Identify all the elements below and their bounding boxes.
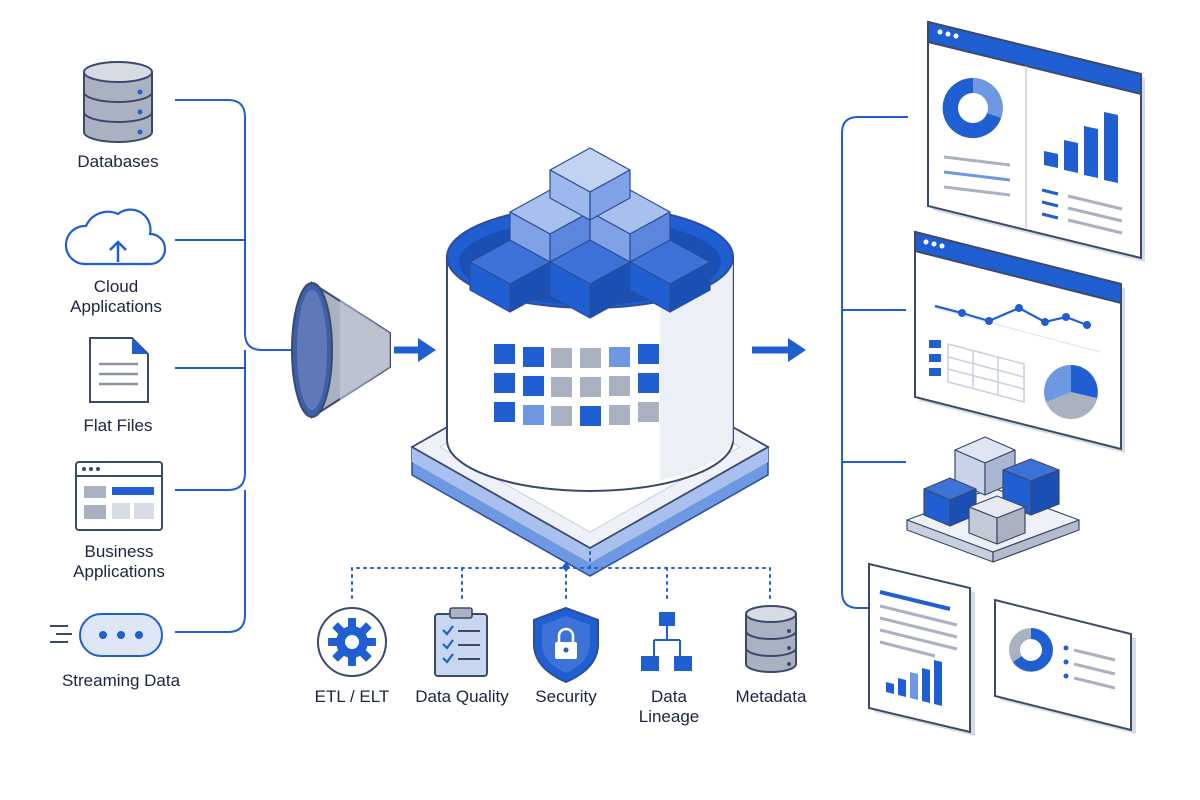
cloud-upload-icon bbox=[64, 208, 167, 266]
database-icon bbox=[745, 605, 797, 673]
arrow-warehouse-to-outputs bbox=[752, 338, 806, 362]
source-label-business-line2: Applications bbox=[73, 562, 165, 581]
source-label-cloud-line2: Applications bbox=[70, 297, 162, 316]
source-label-streaming: Streaming Data bbox=[61, 671, 181, 690]
data-cubes-icon bbox=[906, 436, 1080, 563]
arrow-funnel-to-warehouse bbox=[394, 338, 436, 362]
reports-icon bbox=[868, 562, 1136, 736]
output-connectors bbox=[841, 116, 908, 609]
warehouse-data-grid bbox=[494, 344, 659, 426]
capability-connectors bbox=[351, 551, 771, 599]
ingestion-funnel bbox=[291, 281, 391, 419]
capability-label-metadata: Metadata bbox=[735, 687, 807, 706]
capability-label-etl: ETL / ELT bbox=[314, 687, 390, 706]
capability-label-lineage-line2: Lineage bbox=[638, 707, 700, 726]
source-label-cloud-line1: Cloud bbox=[93, 277, 139, 296]
source-label-flat-files: Flat Files bbox=[83, 416, 153, 435]
clipboard-check-icon bbox=[434, 607, 488, 677]
capability-label-data-quality: Data Quality bbox=[415, 687, 509, 706]
database-icon bbox=[83, 61, 153, 143]
source-label-databases: Databases bbox=[77, 152, 159, 171]
gear-icon bbox=[317, 607, 387, 677]
hierarchy-icon bbox=[641, 612, 692, 671]
warehouse-data-cubes bbox=[469, 147, 711, 319]
stream-icon bbox=[50, 613, 163, 657]
source-label-business-line1: Business bbox=[84, 542, 154, 561]
capability-label-security: Security bbox=[535, 687, 597, 706]
source-connectors bbox=[175, 99, 300, 633]
file-icon bbox=[89, 337, 149, 403]
junction-marker bbox=[562, 562, 570, 572]
app-window-icon bbox=[75, 461, 163, 531]
shield-lock-icon bbox=[533, 606, 599, 684]
capability-label-lineage-line1: Data bbox=[651, 687, 687, 706]
dashboard-line-pie-icon bbox=[914, 230, 1125, 453]
dashboard-donut-bar-icon bbox=[927, 20, 1145, 262]
